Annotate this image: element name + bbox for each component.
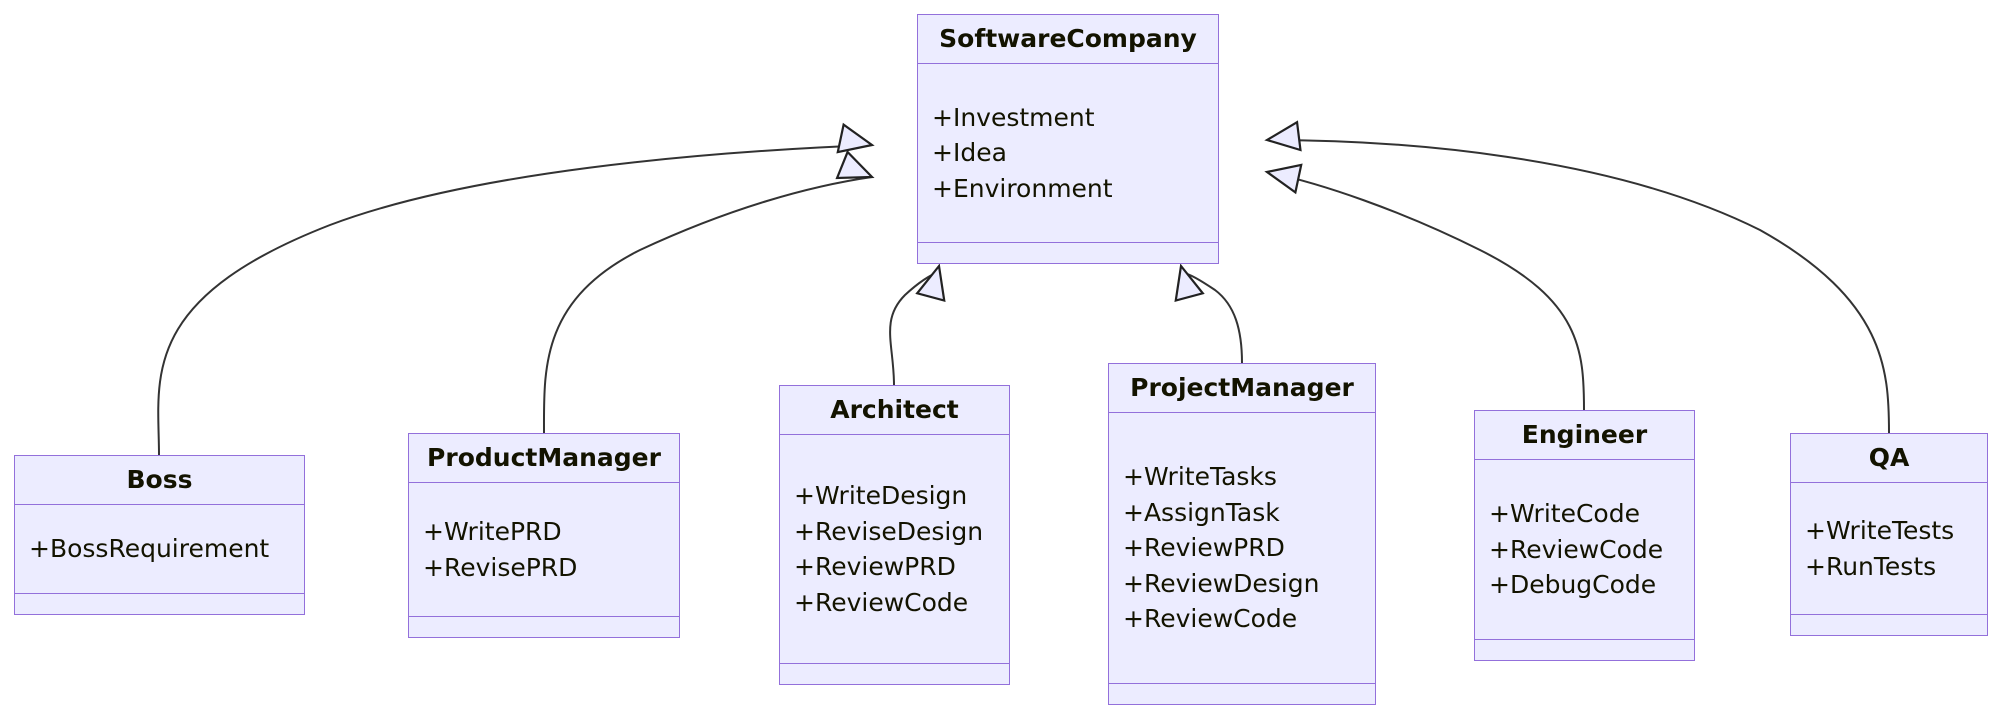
inheritance-edge bbox=[889, 271, 940, 386]
class-title-product-manager: ProductManager bbox=[409, 434, 679, 484]
class-attribute: +ReviewPRD bbox=[1123, 533, 1285, 563]
class-methods-product-manager bbox=[409, 617, 679, 637]
class-attribute: +WriteDesign bbox=[794, 481, 968, 511]
class-attributes-software-company: +Investment +Idea +Environment bbox=[918, 64, 1218, 243]
class-methods-software-company bbox=[918, 243, 1218, 263]
class-attribute: +BossRequirement bbox=[29, 534, 270, 564]
class-methods-boss bbox=[15, 594, 304, 614]
inheritance-edge bbox=[157, 144, 873, 456]
class-attribute: +ReviewCode bbox=[1123, 604, 1298, 634]
class-attribute: +AssignTask bbox=[1123, 497, 1280, 527]
hollow-triangle-arrowhead-icon bbox=[1174, 263, 1205, 303]
class-attribute: +Environment bbox=[932, 173, 1113, 203]
class-attribute: +Idea bbox=[932, 138, 1007, 168]
uml-class-engineer[interactable]: Engineer +WriteCode +ReviewCode +DebugCode bbox=[1474, 410, 1695, 661]
inheritance-edge bbox=[1180, 271, 1243, 364]
hollow-triangle-arrowhead-icon bbox=[1264, 120, 1302, 152]
class-title-engineer: Engineer bbox=[1475, 411, 1694, 461]
hollow-triangle-arrowhead-icon bbox=[835, 150, 875, 180]
class-attribute: +DebugCode bbox=[1489, 570, 1657, 600]
class-title-qa: QA bbox=[1791, 434, 1987, 484]
class-attribute: +RunTests bbox=[1805, 551, 1937, 581]
class-attribute: +ReviewDesign bbox=[1123, 568, 1320, 598]
uml-class-software-company[interactable]: SoftwareCompany +Investment +Idea +Environm… bbox=[917, 14, 1219, 264]
class-attributes-product-manager: +WritePRD +RevisePRD bbox=[409, 483, 679, 617]
class-title-project-manager: ProjectManager bbox=[1109, 364, 1375, 414]
class-attributes-architect: +WriteDesign +ReviseDesign +ReviewPRD +Revi… bbox=[780, 435, 1009, 664]
class-attribute: +WriteTests bbox=[1805, 516, 1955, 546]
class-title-architect: Architect bbox=[780, 386, 1009, 436]
class-attribute: +WriteCode bbox=[1489, 499, 1640, 529]
class-attribute: +WritePRD bbox=[423, 517, 562, 547]
uml-class-boss[interactable]: Boss +BossRequirement bbox=[14, 455, 305, 615]
class-attributes-engineer: +WriteCode +ReviewCode +DebugCode bbox=[1475, 460, 1694, 640]
class-attributes-qa: +WriteTests +RunTests bbox=[1791, 483, 1987, 615]
uml-class-architect[interactable]: Architect +WriteDesign +ReviseDesign +Revie… bbox=[779, 385, 1010, 685]
class-methods-engineer bbox=[1475, 640, 1694, 660]
class-attribute: +ReviseDesign bbox=[794, 516, 984, 546]
uml-class-product-manager[interactable]: ProductManager +WritePRD +RevisePRD bbox=[408, 433, 680, 638]
class-attribute: +Investment bbox=[932, 102, 1095, 132]
class-attribute: +ReviewCode bbox=[1489, 534, 1664, 564]
class-title-software-company: SoftwareCompany bbox=[918, 15, 1218, 65]
class-title-boss: Boss bbox=[15, 456, 304, 506]
uml-class-qa[interactable]: QA +WriteTests +RunTests bbox=[1790, 433, 1988, 636]
class-attribute: +RevisePRD bbox=[423, 552, 578, 582]
class-methods-project-manager bbox=[1109, 684, 1375, 704]
class-methods-qa bbox=[1791, 615, 1987, 635]
hollow-triangle-arrowhead-icon bbox=[836, 122, 875, 154]
uml-class-project-manager[interactable]: ProjectManager +WriteTasks +AssignTask +Rev… bbox=[1108, 363, 1376, 705]
class-attribute: +ReviewCode bbox=[794, 587, 969, 617]
hollow-triangle-arrowhead-icon bbox=[1264, 163, 1303, 195]
class-attributes-project-manager: +WriteTasks +AssignTask +ReviewPRD +ReviewD… bbox=[1109, 413, 1375, 684]
hollow-triangle-arrowhead-icon bbox=[915, 263, 946, 303]
class-methods-architect bbox=[780, 664, 1009, 684]
class-attribute: +ReviewPRD bbox=[794, 552, 956, 582]
class-attribute: +WriteTasks bbox=[1123, 462, 1277, 492]
class-attributes-boss: +BossRequirement bbox=[15, 505, 304, 594]
